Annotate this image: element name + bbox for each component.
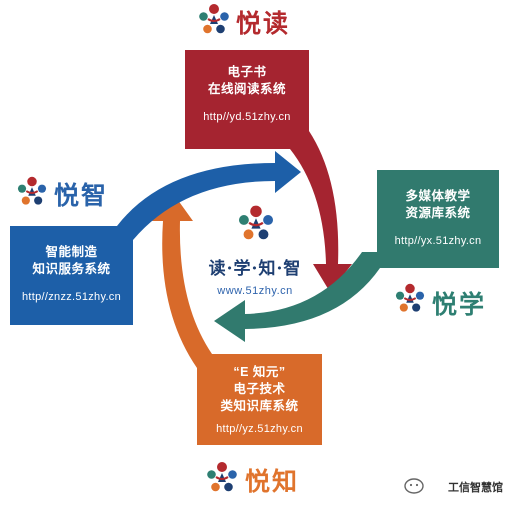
center-site: www.51zhy.cn <box>217 285 293 297</box>
brand-learn-name: 悦学 <box>432 290 487 319</box>
section-read-shape <box>185 50 352 292</box>
section-read-line-1: 电子书 <box>227 65 267 79</box>
logo-smart-icon <box>16 175 48 206</box>
section-smart-label: 智能制造 知识服务系统 http//znzz.51zhy.cn <box>10 244 133 303</box>
section-know-line-1: “E 知元” <box>233 365 286 379</box>
section-smart-url: http//znzz.51zhy.cn <box>21 291 122 303</box>
logo-read-icon <box>198 3 230 35</box>
brand-smart-name: 悦智 <box>54 181 109 210</box>
section-smart-shape <box>10 151 301 325</box>
wechat-icon <box>404 478 424 494</box>
section-smart-line-2: 知识服务系统 <box>32 262 111 276</box>
brand-smart: 悦智 <box>54 176 108 212</box>
section-read-label: 电子书 在线阅读系统 http//yd.51zhy.cn <box>185 64 309 123</box>
brand-read-name: 悦读 <box>236 9 291 38</box>
section-know-url: http//yz.51zhy.cn <box>216 423 303 435</box>
center-block: 读·学·知·智 www.51zhy.cn <box>195 196 315 297</box>
logo-know-icon <box>206 461 238 493</box>
watermark-text: 工信智慧馆 <box>448 482 503 494</box>
section-learn-url: http//yx.51zhy.cn <box>394 235 482 247</box>
section-learn-line-2: 资源库系统 <box>405 206 471 220</box>
brand-read: 悦读 <box>236 4 290 40</box>
center-motto: 读·学·知·智 <box>208 259 302 279</box>
section-know-line-2: 电子技术 <box>233 382 286 396</box>
section-read-url: http//yd.51zhy.cn <box>203 111 291 123</box>
watermark: 工信智慧馆 <box>448 479 503 495</box>
section-learn-shape <box>214 170 499 342</box>
brand-know: 悦知 <box>245 462 299 498</box>
section-know-shape <box>152 196 322 445</box>
section-learn-label: 多媒体教学 资源库系统 http//yx.51zhy.cn <box>377 188 499 247</box>
brand-learn: 悦学 <box>432 285 486 321</box>
section-know-label: “E 知元” 电子技术 类知识库系统 http//yz.51zhy.cn <box>197 364 322 435</box>
section-read-line-2: 在线阅读系统 <box>207 82 286 96</box>
logo-learn-icon <box>394 282 426 313</box>
section-learn-line-1: 多媒体教学 <box>405 189 471 203</box>
section-know-line-3: 类知识库系统 <box>220 399 299 413</box>
section-smart-line-1: 智能制造 <box>45 245 98 259</box>
brand-know-name: 悦知 <box>245 467 300 496</box>
